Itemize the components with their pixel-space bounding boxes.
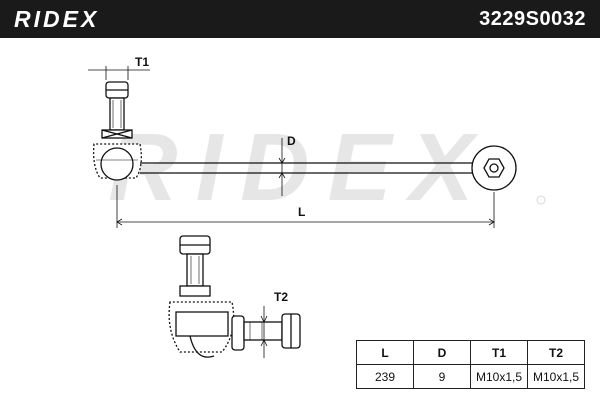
- spec-header-t2: T2: [527, 340, 585, 365]
- dimension-d: [278, 138, 286, 196]
- dimension-t2: [260, 306, 268, 358]
- part-number: 3229S0032: [479, 8, 586, 30]
- left-stud: [101, 81, 133, 139]
- label-l: L: [298, 205, 305, 219]
- right-eye-joint: [471, 145, 517, 191]
- dimension-t1: [88, 66, 150, 80]
- spec-value-row: 239 9 M10x1,5 M10x1,5: [356, 364, 585, 389]
- spec-value-t2: M10x1,5: [527, 364, 585, 389]
- stabilizer-link-top-view: [88, 66, 517, 228]
- watermark-registered-mark: [536, 195, 546, 205]
- label-d: D: [287, 134, 296, 148]
- spec-header-l: L: [356, 340, 414, 365]
- side-stud: [179, 235, 211, 297]
- spec-value-t1: M10x1,5: [470, 364, 528, 389]
- technical-drawing: RIDEX: [88, 55, 546, 358]
- header-bar: RIDEX 3229S0032: [0, 0, 600, 38]
- spec-header-t1: T1: [470, 340, 528, 365]
- side-thread-stud: [231, 313, 301, 351]
- spec-value-l: 239: [356, 364, 414, 389]
- spec-header-d: D: [413, 340, 471, 365]
- spec-header-row: L D T1 T2: [356, 340, 585, 365]
- side-housing: [168, 301, 235, 358]
- watermark-text: RIDEX: [108, 114, 491, 221]
- dimension-l: [116, 185, 495, 228]
- specification-table: L D T1 T2 239 9 M10x1,5 M10x1,5: [356, 340, 585, 389]
- stabilizer-link-side-view: [168, 235, 301, 358]
- label-t2: T2: [274, 290, 288, 304]
- spec-value-d: 9: [413, 364, 471, 389]
- brand-logo: RIDEX: [14, 6, 100, 32]
- left-ball-joint: [92, 143, 142, 181]
- label-t1: T1: [135, 55, 149, 69]
